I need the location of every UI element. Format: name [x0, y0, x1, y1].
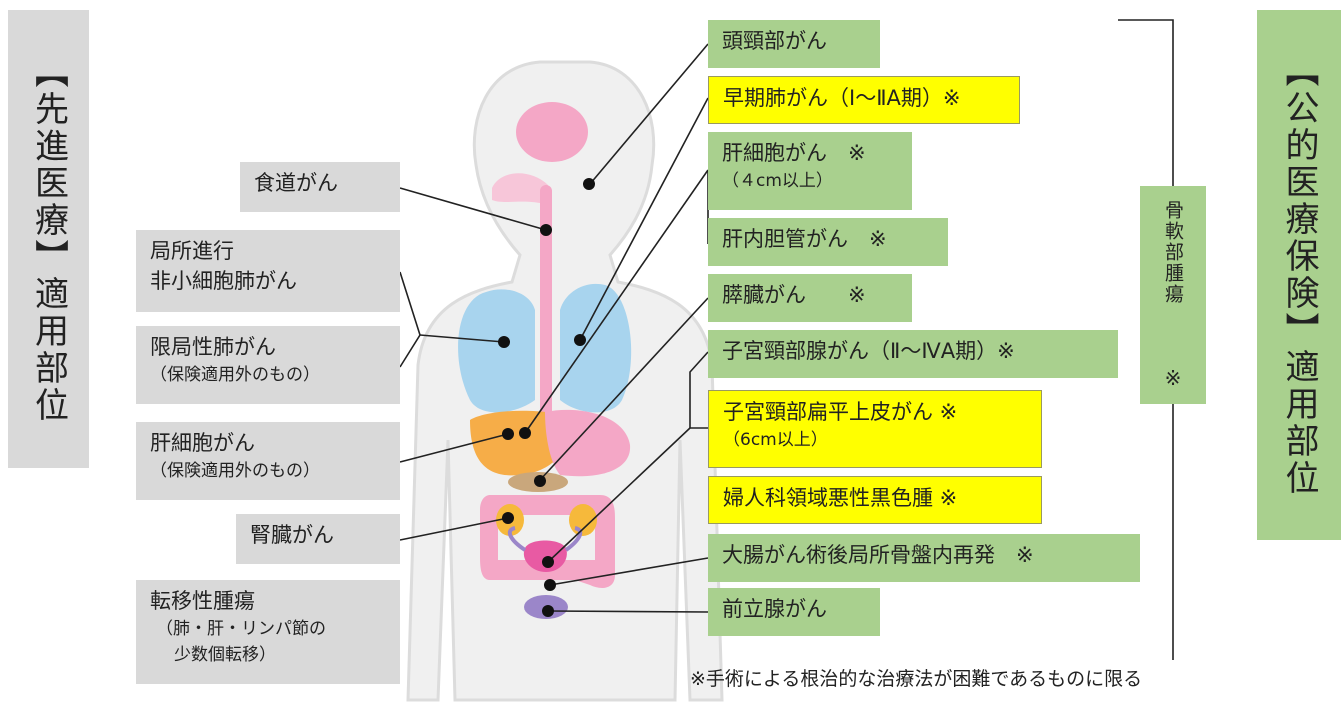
fallopian-tubes — [507, 526, 583, 552]
label-text: 早期肺がん（Ⅰ〜ⅡA期）※ — [723, 86, 961, 110]
label-line2: （保険適用外のもの） — [150, 461, 320, 481]
esophagus — [540, 185, 552, 435]
colon — [480, 495, 615, 588]
uterus — [523, 540, 567, 572]
label-hepatocellular-cancer: 肝細胞がん （保険適用外のもの） — [136, 422, 400, 500]
label-line2: 非小細胞肺がん — [150, 269, 297, 293]
label-sub: （6cm以上） — [723, 430, 828, 450]
label-pancreatic-cancer: 膵臓がん ※ — [708, 274, 912, 322]
label-text: 腎臓がん — [250, 523, 334, 547]
label-line1: 肝細胞がん — [150, 431, 255, 455]
left-lung — [458, 289, 535, 413]
label-text: 頭頸部がん — [722, 29, 827, 53]
label-metastatic-tumor: 転移性腫瘍 （肺・肝・リンパ節の 少数個転移） — [136, 580, 400, 684]
label-locally-advanced-nsclc: 局所進行 非小細胞肺がん — [136, 230, 400, 312]
right-lung — [560, 283, 632, 413]
label-text: 子宮頸部扁平上皮がん ※ — [723, 400, 958, 424]
label-hepatocellular-4cm: 肝細胞がん ※ （４cm以上） — [708, 132, 912, 210]
label-mark: ※ — [1164, 366, 1182, 390]
stomach — [545, 409, 631, 477]
label-line3: 少数個転移） — [174, 645, 276, 665]
advanced-medical-title: 【先進医療】適用部位 — [8, 10, 89, 468]
label-localized-lung-cancer: 限局性肺がん （保険適用外のもの） — [136, 326, 400, 404]
label-line1: 限局性肺がん — [150, 335, 276, 359]
label-esophageal-cancer: 食道がん — [240, 162, 400, 212]
liver — [470, 410, 571, 476]
public-insurance-title: 【公的医療保険】適用部位 — [1257, 10, 1341, 540]
label-text: 子宮頸部腺がん（Ⅱ〜ⅣA期）※ — [722, 339, 1015, 363]
label-text: 大腸がん術後局所骨盤内再発 ※ — [722, 543, 1034, 567]
label-intrahepatic-bile-duct: 肝内胆管がん ※ — [708, 218, 948, 266]
leader-lines — [399, 19, 1174, 660]
label-cervical-squamous: 子宮頸部扁平上皮がん ※ （6cm以上） — [708, 390, 1042, 468]
label-head-neck-cancer: 頭頸部がん — [708, 20, 880, 68]
label-kidney-cancer: 腎臓がん — [236, 514, 400, 564]
label-line2: （保険適用外のもの） — [150, 365, 320, 385]
label-prostate-cancer: 前立腺がん — [708, 588, 880, 636]
label-cervical-adenocarcinoma: 子宮頸部腺がん（Ⅱ〜ⅣA期）※ — [708, 330, 1118, 378]
indicator-dots — [498, 178, 595, 617]
label-colorectal-recurrence: 大腸がん術後局所骨盤内再発 ※ — [708, 534, 1140, 582]
label-bone-soft-tissue-tumor: 骨軟部腫瘍 ※ — [1140, 186, 1206, 404]
label-text: 肝内胆管がん ※ — [722, 227, 887, 251]
brain — [516, 102, 588, 162]
label-text: 食道がん — [254, 171, 338, 195]
label-text: 骨軟部腫瘍 — [1162, 200, 1184, 305]
label-early-lung-cancer: 早期肺がん（Ⅰ〜ⅡA期）※ — [708, 76, 1020, 124]
label-gynecologic-melanoma: 婦人科領域悪性黒色腫 ※ — [708, 476, 1042, 524]
label-text: 肝細胞がん ※ — [722, 141, 866, 165]
label-sub: （４cm以上） — [722, 171, 833, 191]
label-line1: 転移性腫瘍 — [150, 589, 255, 613]
footnote: ※手術による根治的な治療法が困難であるものに限る — [690, 668, 1143, 690]
label-text: 膵臓がん ※ — [722, 283, 866, 307]
label-text: 前立腺がん — [722, 597, 827, 621]
label-line2: （肺・肝・リンパ節の — [156, 619, 326, 639]
nasal-cavity — [492, 173, 548, 205]
label-text: 婦人科領域悪性黒色腫 ※ — [723, 486, 958, 510]
label-line1: 局所進行 — [150, 239, 234, 263]
